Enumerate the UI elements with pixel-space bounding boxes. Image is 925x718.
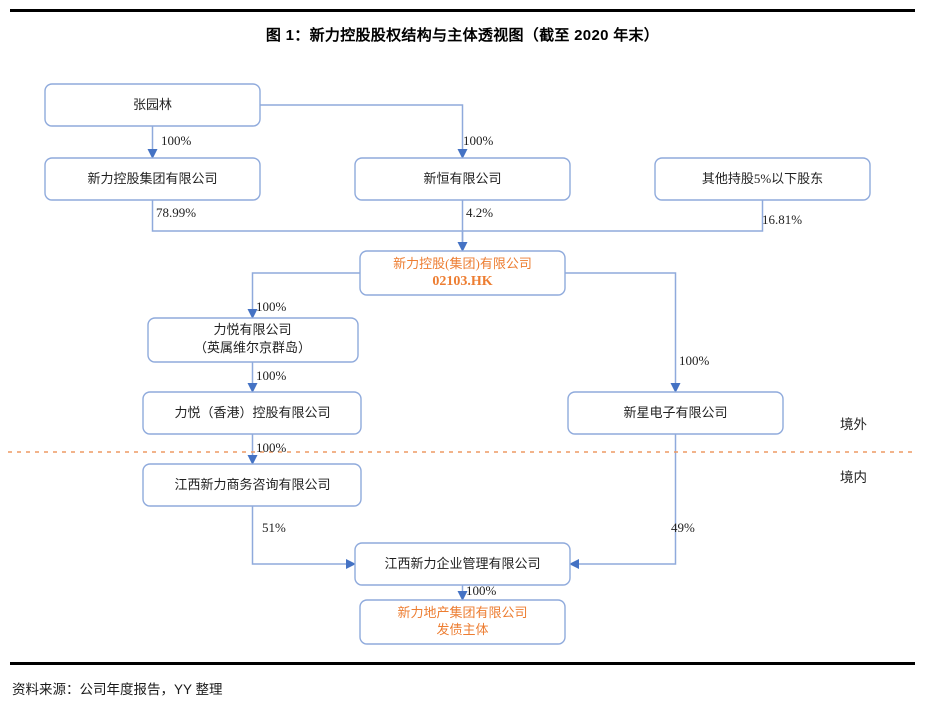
node-label-liyue-hongkong: 力悦（香港）控股有限公司 xyxy=(174,405,330,420)
arrowhead-jxconsult-jxmgmt xyxy=(346,559,356,569)
top-rule xyxy=(10,9,915,12)
node-xinli-real-estate-issuer[interactable]: 新力地产集团有限公司 发债主体 xyxy=(359,599,566,645)
node-box-xinli-real-estate-issuer[interactable] xyxy=(359,599,566,645)
node-label-jiangxi-xinli-management: 江西新力企业管理有限公司 xyxy=(384,556,540,571)
arrowhead-into-listco xyxy=(457,242,468,252)
node-jiangxi-xinli-consulting[interactable]: 江西新力商务咨询有限公司 xyxy=(142,463,362,507)
node-zhang-yuanlin[interactable]: 张园林 xyxy=(44,83,261,127)
arrowhead-zhang-xinheng xyxy=(457,149,468,159)
arrowhead-listco-xinxing xyxy=(670,383,681,393)
percent-label-jxmgmt-issuer: 100% xyxy=(466,583,497,598)
node-layer: 张园林 新力控股集团有限公司 新恒有限公司 其他持股5%以下股东 新力控股(集团… xyxy=(44,83,871,645)
connector-layer xyxy=(147,104,764,601)
node-box-xinli-holding-group[interactable] xyxy=(44,157,261,201)
node-xinli-holding-group[interactable]: 新力控股集团有限公司 xyxy=(44,157,261,201)
edge-listco-to-xinxing xyxy=(565,272,677,386)
node-box-liyue-bvi[interactable] xyxy=(147,317,359,363)
percent-label-zhang-xinlihold: 100% xyxy=(161,133,192,148)
node-label-listed-company-name: 新力控股(集团)有限公司 xyxy=(393,256,532,271)
node-label-issuer-name: 新力地产集团有限公司 xyxy=(397,605,527,620)
arrowhead-liyuehk-jxconsult xyxy=(247,455,258,465)
node-box-xinheng-limited[interactable] xyxy=(354,157,571,201)
node-label-liyue-bvi-name: 力悦有限公司 xyxy=(213,322,291,337)
arrowhead-listco-liyuebvi xyxy=(247,309,258,319)
node-label-issuer-role: 发债主体 xyxy=(436,622,488,637)
node-box-liyue-hongkong[interactable] xyxy=(142,391,362,435)
node-label-listed-company-ticker: 02103.HK xyxy=(432,274,492,289)
source-note: 资料来源：公司年度报告，YY 整理 xyxy=(12,682,223,697)
edge-xinlihold-to-listco xyxy=(151,200,464,245)
percent-label-layer: 100% 100% 78.99% 4.2% 16.81% 100% 100% 1… xyxy=(156,133,802,598)
region-label-offshore: 境外 xyxy=(840,417,868,432)
edge-xinxing-to-jxmgmt xyxy=(576,434,677,565)
node-other-shareholders-under-5pct[interactable]: 其他持股5%以下股东 xyxy=(654,157,871,201)
percent-label-listco-liyuebvi: 100% xyxy=(256,299,287,314)
percent-label-xinheng-listco: 4.2% xyxy=(466,205,493,220)
node-xinheng-limited[interactable]: 新恒有限公司 xyxy=(354,157,571,201)
node-xinxing-electronics[interactable]: 新星电子有限公司 xyxy=(567,391,784,435)
node-liyue-hongkong[interactable]: 力悦（香港）控股有限公司 xyxy=(142,391,362,435)
node-label-other-shareholders: 其他持股5%以下股东 xyxy=(702,171,823,186)
percent-label-other5pct-listco: 16.81% xyxy=(762,212,802,227)
arrowhead-xinxing-jxmgmt xyxy=(569,559,579,569)
node-listed-company-02103hk[interactable]: 新力控股(集团)有限公司 02103.HK xyxy=(359,250,566,296)
edge-other5pct-to-listco xyxy=(462,200,764,232)
node-jiangxi-xinli-management[interactable]: 江西新力企业管理有限公司 xyxy=(354,542,571,586)
percent-label-jxconsult-jxmgmt: 51% xyxy=(262,520,286,535)
node-label-liyue-bvi-jurisdiction: （英属维尔京群岛） xyxy=(194,340,311,355)
node-label-zhang-yuanlin: 张园林 xyxy=(133,97,172,112)
percent-label-xinxing-jxmgmt: 49% xyxy=(671,520,695,535)
arrowhead-jxmgmt-issuer xyxy=(457,591,468,601)
node-box-xinxing-electronics[interactable] xyxy=(567,391,784,435)
node-liyue-bvi[interactable]: 力悦有限公司 （英属维尔京群岛） xyxy=(147,317,359,363)
arrowhead-zhang-xinlihold xyxy=(147,149,158,159)
bottom-rule xyxy=(10,662,915,665)
percent-label-liyuehk-jxconsult: 100% xyxy=(256,440,287,455)
node-box-listed-company[interactable] xyxy=(359,250,566,296)
node-label-xinli-holding-group: 新力控股集团有限公司 xyxy=(87,171,217,186)
percent-label-liyuebvi-liyuehk: 100% xyxy=(256,368,287,383)
percent-label-zhang-xinheng: 100% xyxy=(463,133,494,148)
page-title: 图 1：新力控股股权结构与主体透视图（截至 2020 年末） xyxy=(265,27,660,44)
node-box-other-shareholders[interactable] xyxy=(654,157,871,201)
node-label-xinxing-electronics: 新星电子有限公司 xyxy=(623,405,727,420)
arrowhead-liyuebvi-liyuehk xyxy=(247,383,258,393)
node-label-jiangxi-xinli-consulting: 江西新力商务咨询有限公司 xyxy=(174,477,330,492)
node-box-jiangxi-xinli-consulting[interactable] xyxy=(142,463,362,507)
region-label-onshore: 境内 xyxy=(840,470,867,485)
edge-zhang-to-xinheng xyxy=(260,104,464,152)
edge-jxconsult-to-jxmgmt xyxy=(251,506,349,565)
percent-label-xinlihold-listco: 78.99% xyxy=(156,205,196,220)
node-box-jiangxi-xinli-management[interactable] xyxy=(354,542,571,586)
edge-listco-to-liyuebvi xyxy=(251,272,360,312)
node-box-zhang-yuanlin[interactable] xyxy=(44,83,261,127)
node-label-xinheng-limited: 新恒有限公司 xyxy=(423,171,501,186)
percent-label-listco-xinxing: 100% xyxy=(679,353,710,368)
